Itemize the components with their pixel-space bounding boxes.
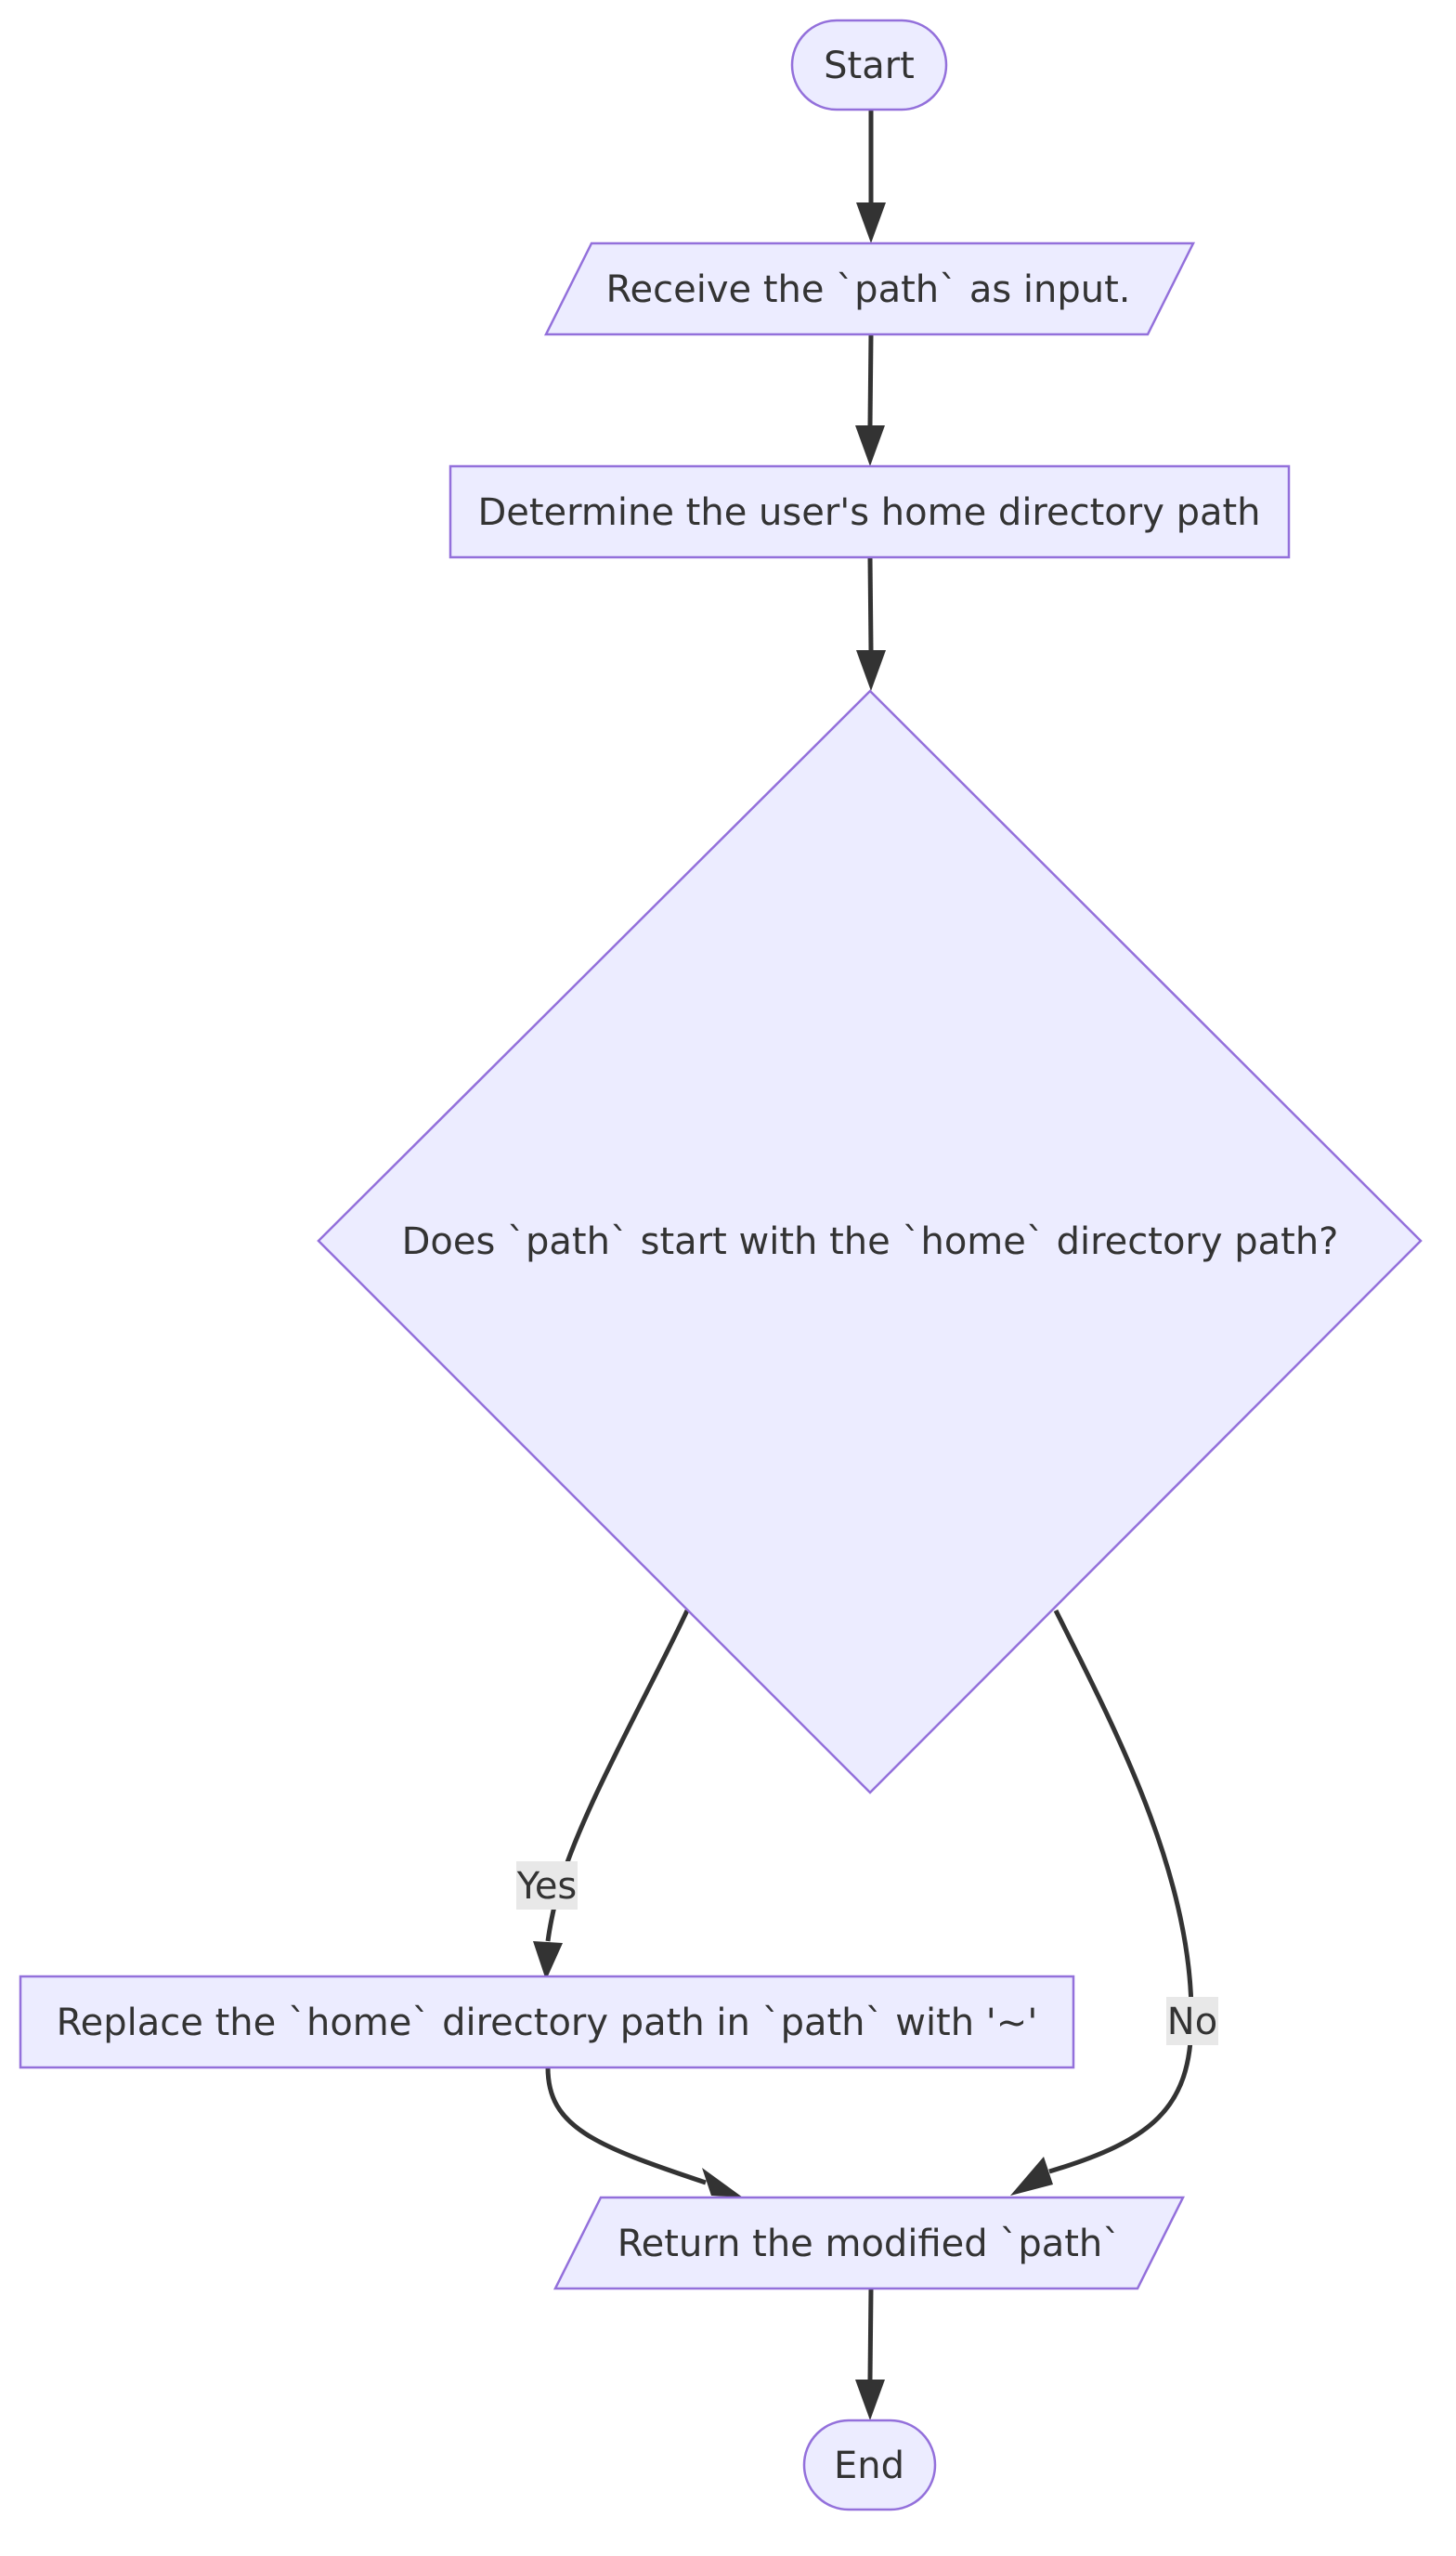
edge-receive-determine: [867, 333, 874, 426]
arrowhead-return-end: [855, 2380, 885, 2420]
start-node-shape: [790, 19, 948, 111]
end-node-label: End: [834, 2445, 904, 2487]
decision-node-shape: [317, 689, 1423, 1794]
start-node-label: Start: [824, 45, 915, 87]
return-path-node: Return the modified `path`: [552, 2196, 1186, 2290]
return-path-node-label: Return the modified `path`: [618, 2223, 1122, 2265]
edge-label-no-bg: [1166, 1997, 1218, 2045]
receive-input-node: Receive the `path` as input.: [543, 241, 1196, 336]
receive-input-node-label: Receive the `path` as input.: [606, 268, 1131, 311]
determine-home-node-label: Determine the user's home directory path: [477, 491, 1260, 534]
edge-return-end: [867, 2288, 874, 2380]
receive-input-node-shape: [543, 241, 1196, 336]
arrowhead-decision-replace: [533, 1941, 563, 1980]
arrowhead-start-receive: [856, 202, 886, 243]
replace-home-node: Replace the `home` directory path in `pa…: [19, 1975, 1075, 2069]
end-node-shape: [802, 2419, 937, 2511]
edge-label-no: No: [1167, 2001, 1217, 2043]
replace-home-node-label: Replace the `home` directory path in `pa…: [57, 2002, 1038, 2044]
edges: [533, 110, 1194, 2420]
determine-home-node-shape: [448, 464, 1291, 559]
arrowhead-determine-decision: [856, 650, 886, 691]
edge-determine-decision: [867, 556, 874, 651]
nodes: Start Receive the `path` as input. Deter…: [19, 19, 1423, 2511]
arrowhead-decision-return: [1010, 2157, 1053, 2196]
determine-home-node: Determine the user's home directory path: [448, 464, 1291, 559]
end-node: End: [802, 2419, 937, 2511]
edge-replace-return: [545, 2067, 707, 2185]
arrowhead-receive-determine: [855, 425, 885, 466]
edge-decision-replace: [545, 1609, 690, 1942]
arrowhead-replace-return: [702, 2168, 743, 2197]
decision-node: Does `path` start with the `home` direct…: [317, 689, 1423, 1794]
decision-node-label: Does `path` start with the `home` direct…: [402, 1220, 1339, 1263]
edge-label-yes-bg: [516, 1861, 578, 1910]
start-node: Start: [790, 19, 948, 111]
edge-label-yes: Yes: [516, 1865, 578, 1908]
replace-home-node-shape: [19, 1975, 1075, 2069]
edge-decision-return: [1048, 1609, 1194, 2174]
edge-labels: Yes No: [516, 1861, 1218, 2045]
return-path-node-shape: [552, 2196, 1186, 2290]
